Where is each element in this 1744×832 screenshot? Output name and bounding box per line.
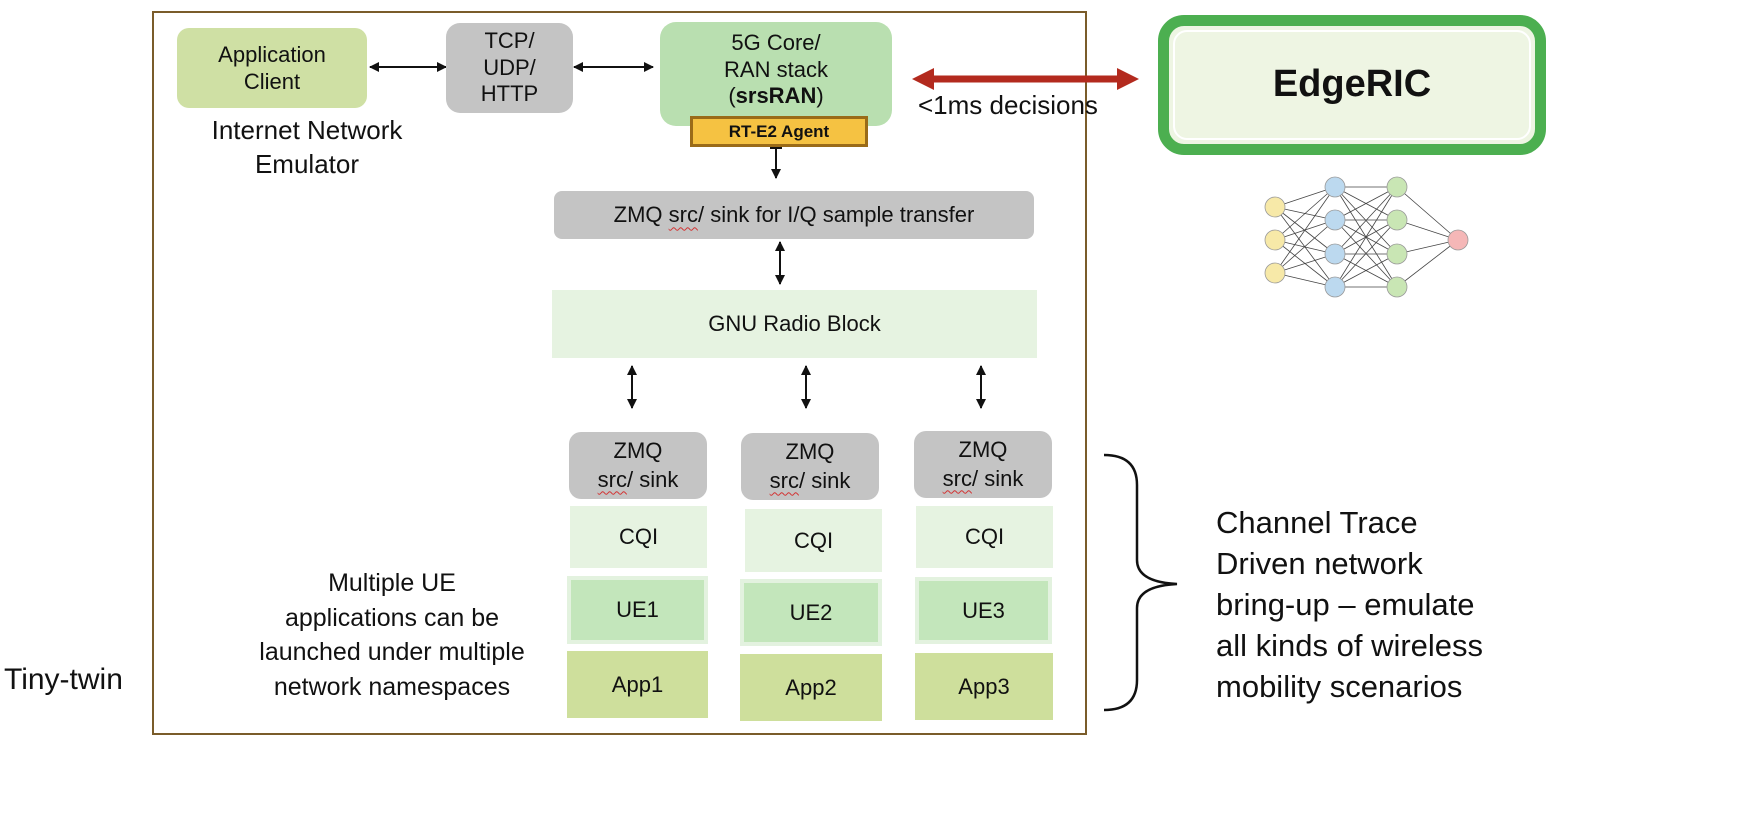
ue1-box: UE1 (567, 576, 708, 644)
right-brace (1103, 453, 1178, 712)
app1-box: App1 (567, 651, 708, 718)
edgeric-box: EdgeRIC (1158, 15, 1546, 155)
gnu-radio-block: GNU Radio Block (552, 290, 1037, 358)
tiny-twin-frame (152, 11, 1087, 735)
ue2-zmq-box: ZMQ src/ sink (741, 433, 879, 500)
ue3-box: UE3 (915, 577, 1052, 644)
application-client-line1: Application (218, 41, 326, 67)
ue1-zmq-box: ZMQ src/ sink (569, 432, 707, 499)
application-client-line2: Client (243, 69, 301, 94)
tcp-udp-http-box: TCP/ UDP/ HTTP (446, 23, 573, 113)
ue3-zmq-box: ZMQ src/ sink (914, 431, 1052, 498)
ue3-cqi-box: CQI (916, 506, 1053, 568)
app3-box: App3 (915, 653, 1053, 720)
application-client-box: Application Client (177, 28, 367, 108)
ue2-cqi-box: CQI (745, 509, 882, 572)
ue1-cqi-box: CQI (570, 506, 707, 568)
5g-core-ran-stack-box: 5G Core/ RAN stack (srsRAN) (660, 22, 892, 126)
edgeric-title: EdgeRIC (1272, 63, 1432, 106)
tiny-twin-label: Tiny-twin (4, 663, 123, 696)
srsran-label: (srsRAN) (728, 83, 824, 109)
decisions-latency-label: <1ms decisions (918, 90, 1098, 120)
zmq-sample-transfer-box: ZMQ src/ sink for I/Q sample transfer (554, 191, 1034, 239)
edgeric-link-arrow (912, 68, 1139, 90)
channel-trace-description: Channel Trace Driven network bring-up – … (1216, 505, 1484, 704)
internet-network-emulator-label: Internet Network Emulator (211, 115, 403, 179)
multiple-ue-description: Multiple UE applications can be launched… (259, 569, 525, 701)
ue2-box: UE2 (740, 579, 882, 646)
rt-e2-agent-box: RT-E2 Agent (690, 116, 868, 147)
app2-box: App2 (740, 654, 882, 721)
